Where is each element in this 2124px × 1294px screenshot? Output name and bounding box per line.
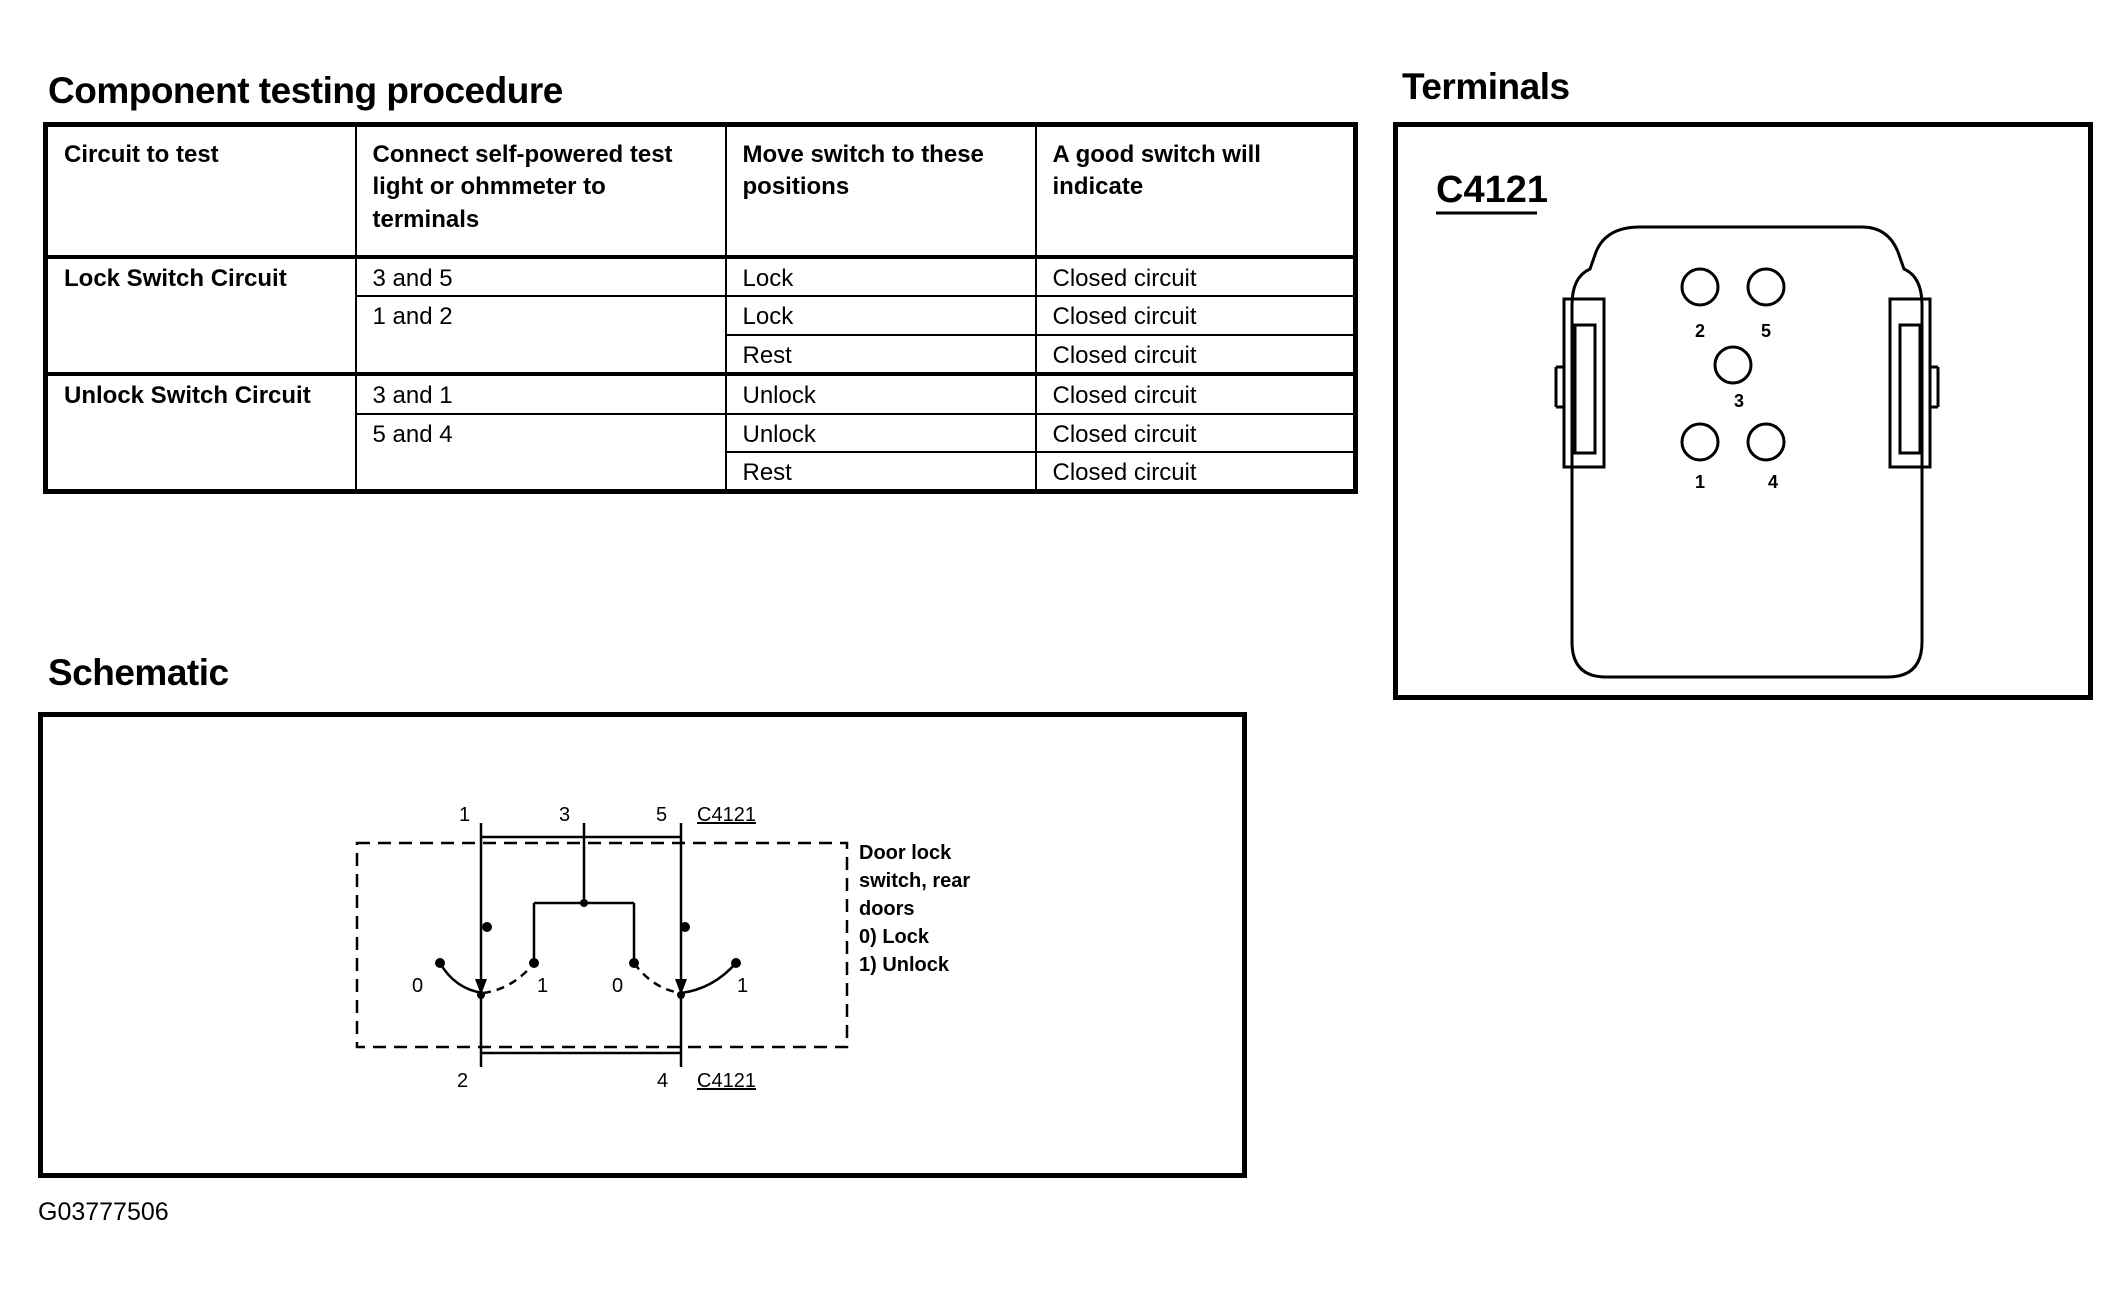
- result-cell: Closed circuit: [1034, 412, 1357, 453]
- terminals-panel: C4121 2 5 3 1 4: [1393, 122, 2093, 700]
- position-label: 0: [612, 975, 623, 997]
- pin-label: 5: [656, 804, 667, 826]
- position-label: 1: [537, 975, 548, 997]
- position-cell: Rest: [724, 450, 1037, 493]
- terminals-cell: 3 and 1: [354, 373, 727, 415]
- legend-line: doors: [859, 898, 915, 920]
- testing-procedure-table: Circuit to test Connect self-powered tes…: [43, 122, 1358, 495]
- terminals-cell: 5 and 4: [354, 412, 727, 493]
- schematic-heading: Schematic: [48, 652, 229, 693]
- pin-label: 5: [1761, 321, 1771, 341]
- left-switch-arm: [438, 962, 484, 995]
- switch-boundary: [355, 841, 849, 1049]
- contact-dot: [482, 922, 492, 932]
- pin-label: 4: [657, 1070, 668, 1092]
- column-header: Circuit to test: [44, 123, 357, 259]
- column-header: Move switch to these positions: [724, 123, 1037, 259]
- pin-4: [1746, 422, 1786, 462]
- contact-dot: [680, 922, 690, 932]
- table-row: Rest Closed circuit: [46, 450, 1357, 493]
- result-cell: Closed circuit: [1034, 295, 1357, 336]
- figure-id: G03777506: [38, 1198, 169, 1226]
- connector-label: C4121: [697, 1070, 756, 1092]
- position-cell: Unlock: [724, 412, 1037, 453]
- position-cell: Lock: [724, 295, 1037, 336]
- position-label: 0: [412, 975, 423, 997]
- result-cell: Closed circuit: [1034, 373, 1357, 415]
- legend-line: 0) Lock: [859, 926, 930, 948]
- pin-label: 4: [1768, 472, 1778, 492]
- table-row: Lock Switch Circuit 3 and 5 Lock Closed …: [44, 255, 1357, 377]
- legend-line: Door lock: [859, 842, 952, 864]
- procedure-heading: Component testing procedure: [48, 70, 563, 111]
- pin-label: 1: [459, 804, 470, 826]
- column-header: Connect self-powered test light or ohmme…: [354, 123, 727, 259]
- table-row: Rest Closed circuit: [46, 333, 1357, 377]
- result-cell: Closed circuit: [1034, 450, 1357, 493]
- circuit-cell: Lock Switch Circuit: [44, 255, 357, 377]
- pin-label: 3: [559, 804, 570, 826]
- switch-schematic: 1 3 5 C4121 2 4 C4121 0 1 0 1 Door lock …: [355, 804, 970, 1092]
- right-switch-arm: [632, 962, 682, 995]
- legend-line: switch, rear: [859, 870, 970, 892]
- right-latch-inner: [1898, 323, 1922, 455]
- legend-line: 1) Unlock: [859, 954, 950, 976]
- pin-3: [1713, 345, 1753, 385]
- pin-label: 2: [457, 1070, 468, 1092]
- pin-5: [1746, 267, 1786, 307]
- position-label: 1: [737, 975, 748, 997]
- pin-1: [1680, 422, 1720, 462]
- connector-label: C4121: [1436, 169, 1548, 211]
- pin-label: 2: [1695, 321, 1705, 341]
- table-header-row: Circuit to test Connect self-powered tes…: [44, 123, 1357, 259]
- left-latch-inner: [1573, 323, 1597, 455]
- result-cell: Closed circuit: [1034, 255, 1357, 298]
- right-latch: [1888, 297, 1932, 469]
- circuit-cell: Unlock Switch Circuit: [44, 373, 357, 493]
- left-latch: [1562, 297, 1606, 469]
- connector-housing: [1570, 225, 1924, 679]
- position-cell: Unlock: [724, 373, 1037, 415]
- terminals-cell: 1 and 2: [354, 295, 727, 377]
- connector-face-diagram: C4121 2 5 3 1 4: [1436, 169, 1940, 679]
- table-row: Unlock Switch Circuit 3 and 1 Unlock Clo…: [44, 373, 1357, 493]
- terminals-heading: Terminals: [1402, 66, 1570, 107]
- pin-label: 1: [1695, 472, 1705, 492]
- pin-2: [1680, 267, 1720, 307]
- junction-dot: [580, 899, 588, 907]
- result-cell: Closed circuit: [1034, 333, 1357, 377]
- schematic-panel: 1 3 5 C4121 2 4 C4121 0 1 0 1 Door lock …: [38, 712, 1247, 1178]
- left-switch-arrow: [475, 979, 487, 995]
- position-cell: Rest: [724, 333, 1037, 377]
- position-cell: Lock: [724, 255, 1037, 298]
- right-switch-arrow: [675, 979, 687, 995]
- terminals-cell: 3 and 5: [354, 255, 727, 298]
- table-row: 1 and 2 Lock Closed circuit: [46, 295, 1357, 377]
- table-row: 5 and 4 Unlock Closed circuit: [46, 412, 1357, 493]
- column-header: A good switch will indicate: [1034, 123, 1357, 259]
- pin-label: 3: [1734, 391, 1744, 411]
- connector-label: C4121: [697, 804, 756, 826]
